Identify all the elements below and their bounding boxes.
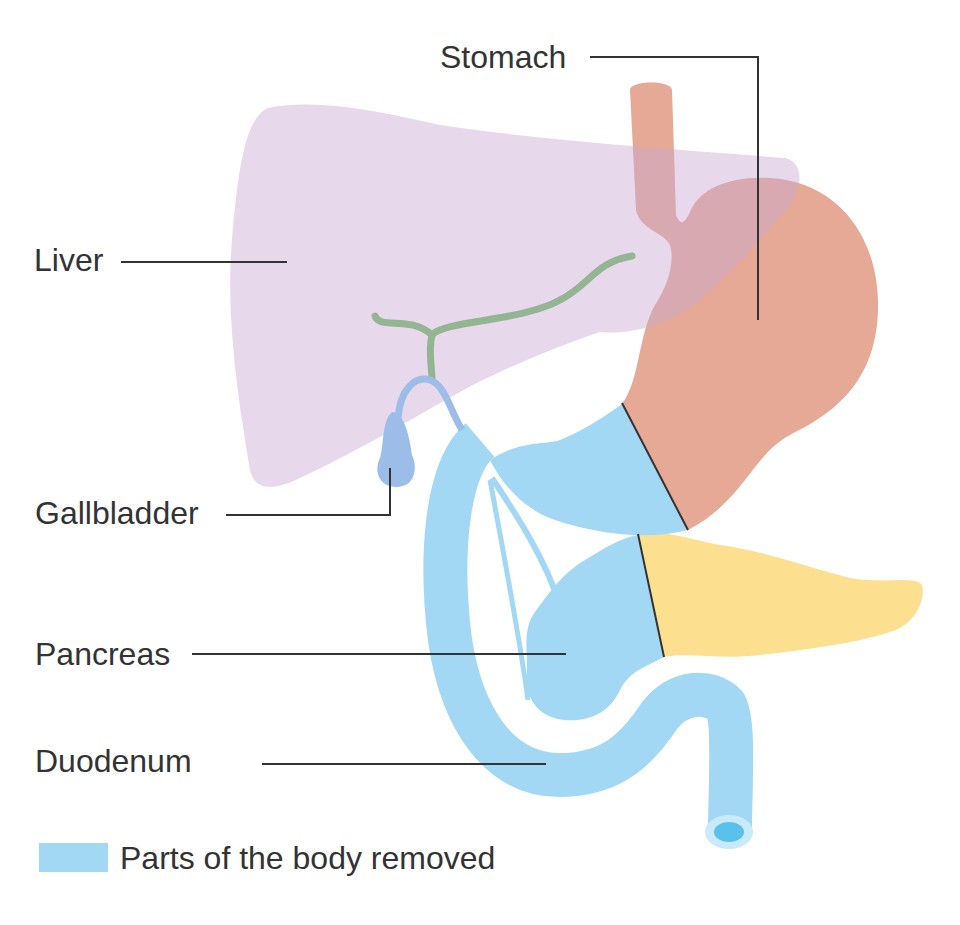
liver-shape xyxy=(230,105,799,487)
cut-line xyxy=(638,534,664,657)
organ-label: Pancreas xyxy=(35,636,170,673)
cystic-duct xyxy=(398,379,462,430)
organ-label: Stomach xyxy=(440,39,566,76)
leader-line xyxy=(121,261,287,263)
pancreas-body xyxy=(638,533,923,657)
leader-line xyxy=(262,763,546,765)
cut-line xyxy=(622,403,688,530)
organ-label: Liver xyxy=(34,242,103,279)
duodenum-end xyxy=(705,815,753,849)
duodenum-lumen xyxy=(714,822,744,842)
organ-label: Duodenum xyxy=(35,743,192,780)
leader-line xyxy=(590,57,758,320)
leader-line xyxy=(192,653,566,655)
common-hepatic-duct xyxy=(430,335,432,380)
gallbladder-shape xyxy=(377,412,415,487)
leader-line xyxy=(226,468,390,515)
hepatic-duct xyxy=(375,256,632,335)
duct xyxy=(490,480,528,700)
pancreas-head-removed xyxy=(526,535,664,720)
legend-text: Parts of the body removed xyxy=(120,840,495,877)
duodenum-removed xyxy=(445,440,731,830)
legend-swatch xyxy=(39,843,108,872)
organ-label: Gallbladder xyxy=(35,495,199,532)
